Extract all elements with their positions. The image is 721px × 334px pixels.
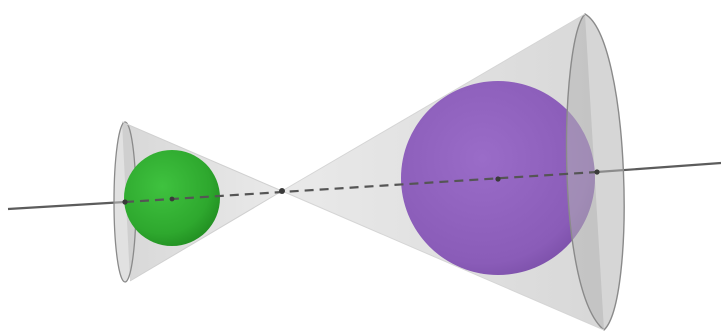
right-cone-edge-top: [281, 13, 586, 192]
left-base-center-point[interactable]: [122, 199, 128, 205]
green-sphere-center-point[interactable]: [169, 196, 175, 202]
right-base-center-point[interactable]: [594, 169, 600, 175]
left-cone-edge-top: [121, 121, 283, 192]
axis-line-left: [7, 200, 126, 211]
purple-sphere-center-point[interactable]: [495, 176, 501, 182]
apex-point[interactable]: [279, 188, 285, 194]
axis-hidden-segment: [124, 170, 598, 204]
right-cone-edge-bottom: [281, 190, 605, 331]
left-cone-edge-bottom: [129, 190, 283, 282]
